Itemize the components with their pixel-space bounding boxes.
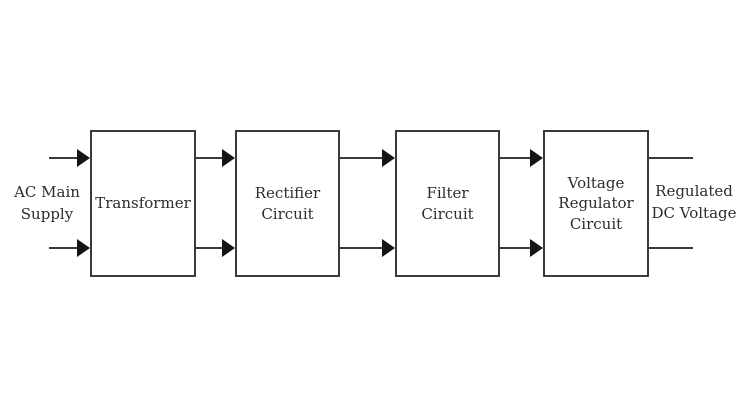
transformer-to-rectifier-arrow-top bbox=[196, 149, 235, 167]
block-label: Filter Circuit bbox=[421, 184, 474, 223]
rectifier-to-filter-arrow-bottom bbox=[340, 239, 395, 257]
arrowhead-right-icon bbox=[222, 239, 235, 257]
block-voltage-regulator-circuit: Voltage Regulator Circuit bbox=[543, 130, 649, 277]
connector-line bbox=[196, 247, 224, 249]
input-label: AC Main Supply bbox=[14, 183, 80, 223]
connector-line bbox=[500, 247, 532, 249]
arrowhead-right-icon bbox=[77, 239, 90, 257]
connector-line bbox=[196, 157, 224, 159]
arrowhead-right-icon bbox=[530, 239, 543, 257]
arrowhead-right-icon bbox=[530, 149, 543, 167]
connector-line bbox=[49, 247, 79, 249]
input-arrow-bottom bbox=[49, 239, 90, 257]
block-label: Rectifier Circuit bbox=[254, 184, 321, 223]
block-label: Voltage Regulator Circuit bbox=[558, 174, 634, 233]
input-arrow-top bbox=[49, 149, 90, 167]
filter-to-regulator-arrow-top bbox=[500, 149, 543, 167]
arrowhead-right-icon bbox=[382, 149, 395, 167]
block-rectifier-circuit: Rectifier Circuit bbox=[235, 130, 340, 277]
connector-line bbox=[49, 157, 79, 159]
block-filter-circuit: Filter Circuit bbox=[395, 130, 500, 277]
block-transformer: Transformer bbox=[90, 130, 196, 277]
output-line-top bbox=[649, 157, 693, 159]
arrowhead-right-icon bbox=[77, 149, 90, 167]
output-label: Regulated DC Voltage bbox=[651, 182, 737, 222]
arrowhead-right-icon bbox=[222, 149, 235, 167]
connector-line bbox=[500, 157, 532, 159]
rectifier-to-filter-arrow-top bbox=[340, 149, 395, 167]
connector-line bbox=[340, 157, 384, 159]
filter-to-regulator-arrow-bottom bbox=[500, 239, 543, 257]
transformer-to-rectifier-arrow-bottom bbox=[196, 239, 235, 257]
connector-line bbox=[340, 247, 384, 249]
block-label: Transformer bbox=[95, 194, 191, 213]
output-line-bottom bbox=[649, 247, 693, 249]
arrowhead-right-icon bbox=[382, 239, 395, 257]
